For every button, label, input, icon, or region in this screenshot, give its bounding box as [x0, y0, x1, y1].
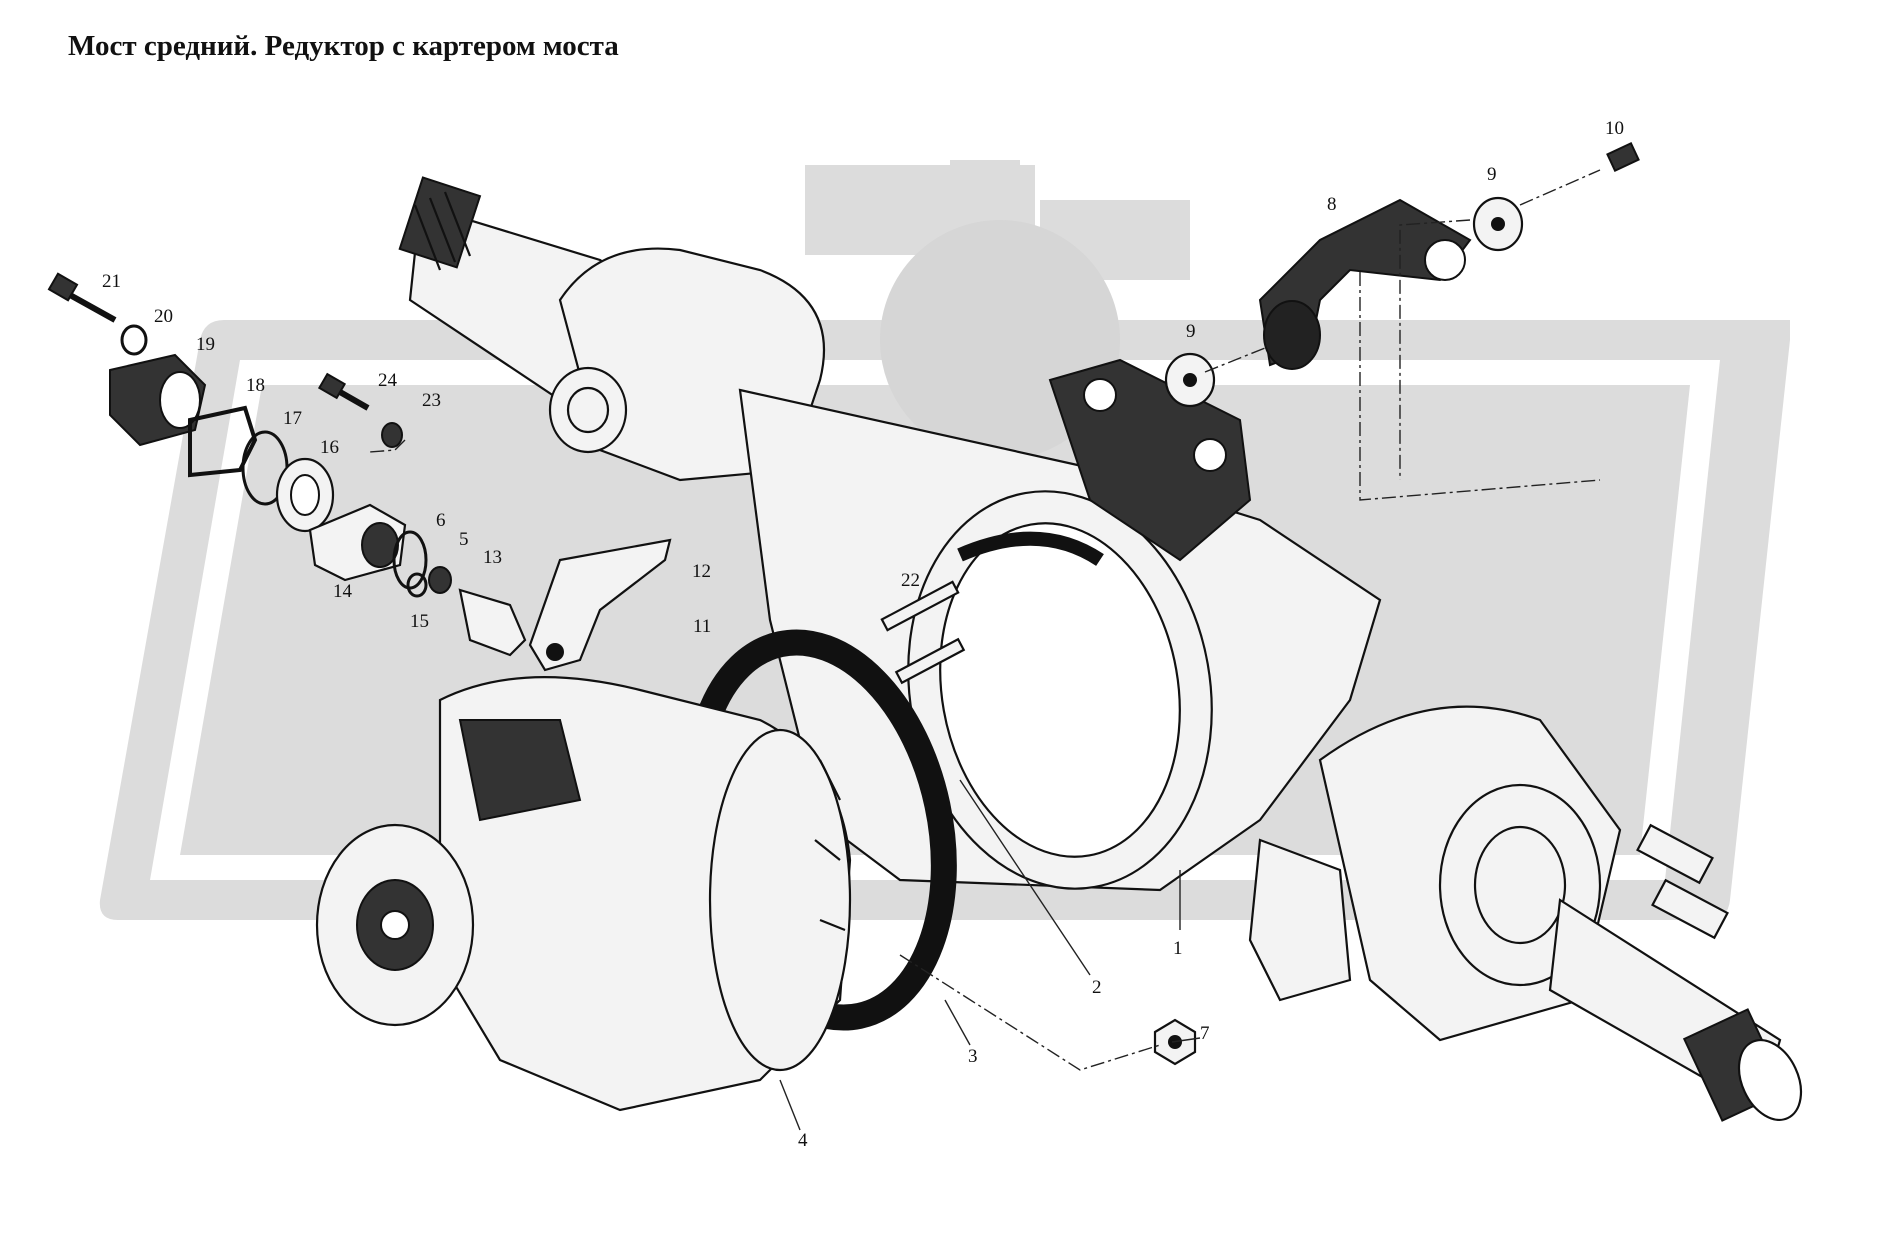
page-title: Мост средний. Редуктор с картером моста: [68, 30, 619, 62]
fork-12: [528, 538, 672, 672]
bracket-arm: [1258, 198, 1472, 370]
studs-22: [880, 580, 966, 685]
callout-12: 12: [692, 561, 711, 582]
bolt-21: [47, 272, 117, 323]
axle-housing: [398, 176, 1803, 1122]
callout-22: 22: [901, 570, 920, 591]
ring-6: [392, 530, 428, 590]
callout-19: 19: [196, 334, 215, 355]
washer-9-top: [1472, 196, 1524, 252]
callout-17: 17: [283, 408, 302, 429]
washer-9-mid: [1164, 352, 1216, 408]
callout-10: 10: [1605, 118, 1624, 139]
leader-lines: [369, 169, 1601, 1131]
callout-1: 1: [1173, 938, 1183, 959]
housing-19: [109, 353, 207, 447]
sleeve-13: [458, 588, 527, 657]
bolt-10: [1606, 142, 1640, 172]
callout-20: 20: [154, 306, 173, 327]
cover-14: [308, 503, 407, 582]
callout-4: 4: [798, 1130, 808, 1151]
callout-5: 5: [459, 529, 469, 550]
callout-6: 6: [436, 510, 446, 531]
callout-3: 3: [968, 1046, 978, 1067]
callout-labels: 1 2 3 4 5 6 7 8 9 9 10 11 12 13 14 15 16…: [102, 118, 1624, 1151]
callout-9a: 9: [1487, 164, 1497, 185]
callout-16: 16: [320, 437, 339, 458]
callout-24: 24: [378, 370, 398, 391]
callout-14: 14: [333, 581, 353, 602]
seal-16: [275, 457, 335, 533]
callout-21: 21: [102, 271, 121, 292]
callout-11: 11: [693, 616, 711, 637]
callout-23: 23: [422, 390, 441, 411]
callout-8: 8: [1327, 194, 1337, 215]
callout-13: 13: [483, 547, 502, 568]
nut-5: [428, 566, 452, 594]
washer-23: [381, 422, 403, 448]
callout-2: 2: [1092, 977, 1102, 998]
callout-9b: 9: [1186, 321, 1196, 342]
bolt-24: [317, 372, 370, 411]
callout-18: 18: [246, 375, 265, 396]
callout-15: 15: [410, 611, 429, 632]
gasket-18: [188, 405, 258, 478]
ring-20: [120, 324, 148, 356]
ring-15: [406, 572, 428, 598]
callout-7: 7: [1200, 1023, 1210, 1044]
reducer-assembly: [315, 676, 852, 1112]
